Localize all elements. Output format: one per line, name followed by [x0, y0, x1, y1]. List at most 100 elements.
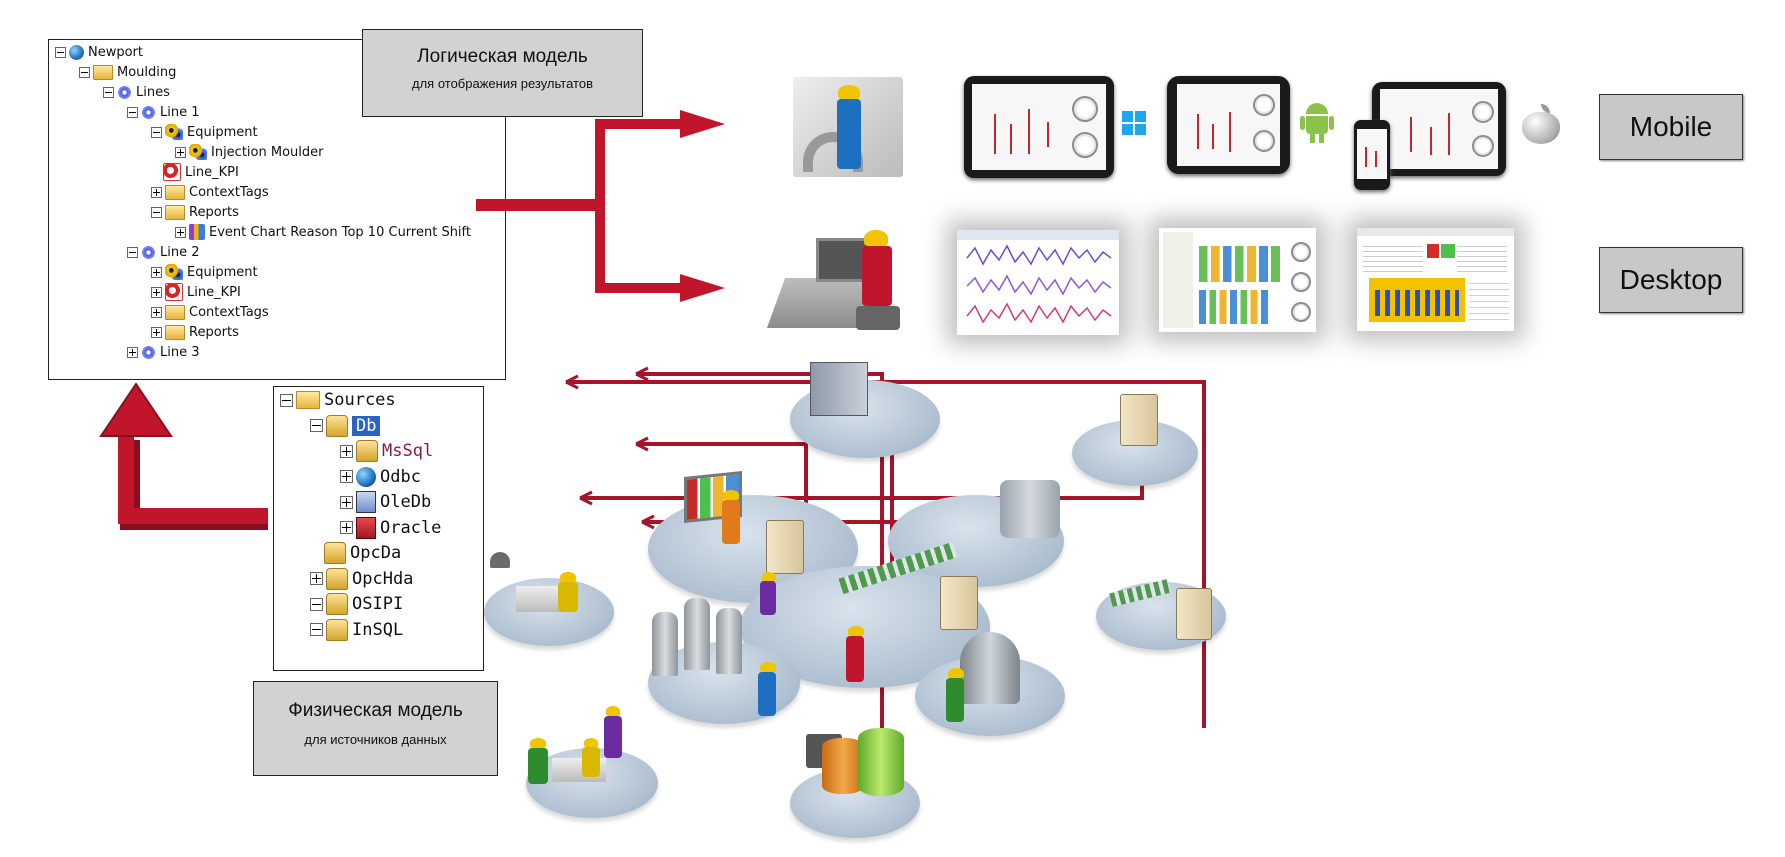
tree-node[interactable]: OpcDa	[310, 540, 401, 566]
tree-node[interactable]: Lines	[103, 82, 170, 102]
folder-icon	[93, 64, 113, 80]
tree-node[interactable]: Reports	[151, 322, 239, 342]
tree-node-label[interactable]: InSQL	[352, 619, 404, 640]
collapse-icon[interactable]	[127, 246, 138, 258]
tree-node[interactable]: Reports	[151, 202, 239, 222]
tree-node[interactable]: Equipment	[151, 262, 258, 282]
tree-node[interactable]: Line 2	[127, 242, 200, 262]
expand-icon[interactable]	[175, 226, 186, 238]
tree-node[interactable]: Equipment	[151, 122, 258, 142]
tree-node[interactable]: InSQL	[310, 617, 403, 643]
collapse-icon[interactable]	[127, 106, 138, 118]
tree-node[interactable]: ContextTags	[151, 182, 269, 202]
tree-node-label[interactable]: Line 1	[160, 104, 200, 120]
tree-node-label[interactable]: Equipment	[187, 124, 258, 140]
folder-icon	[165, 204, 185, 220]
oracle-icon	[356, 516, 376, 539]
desktop-label: Desktop	[1599, 247, 1743, 313]
expand-icon[interactable]	[175, 146, 186, 158]
desktop-worker-image	[766, 228, 913, 334]
collapse-icon[interactable]	[79, 66, 90, 78]
db-icon	[356, 440, 378, 462]
expand-icon[interactable]	[127, 346, 138, 358]
collapse-icon[interactable]	[103, 86, 114, 98]
collapse-icon[interactable]	[151, 126, 162, 138]
mobile-worker-image	[793, 77, 903, 177]
silo-1	[652, 612, 678, 676]
expand-icon[interactable]	[151, 326, 162, 338]
expand-icon[interactable]	[151, 266, 162, 278]
tree-node-label[interactable]: Newport	[88, 44, 144, 60]
folder-icon	[165, 304, 185, 320]
tree-node[interactable]: OpcHda	[310, 566, 413, 592]
kpi-icon	[163, 163, 181, 181]
tree-node-label[interactable]: Moulding	[117, 64, 177, 80]
split-arrow	[476, 110, 725, 302]
tree-node-label[interactable]: Line_KPI	[185, 164, 239, 180]
tree-node-label[interactable]: Line_KPI	[187, 284, 241, 300]
tree-node[interactable]: OSIPI	[310, 591, 403, 617]
collapse-icon[interactable]	[310, 597, 323, 611]
tree-node-label[interactable]: Line 2	[160, 244, 200, 260]
tree-node[interactable]: Line 1	[127, 102, 200, 122]
tree-node-label[interactable]: Db	[352, 415, 381, 436]
storage-tanks	[1000, 480, 1060, 538]
tree-node[interactable]: Db	[310, 413, 381, 439]
tree-node[interactable]: Newport	[55, 42, 143, 62]
tree-node[interactable]: Line_KPI	[151, 162, 239, 182]
tree-node-label[interactable]: Line 3	[160, 344, 200, 360]
tree-node-label[interactable]: Equipment	[187, 264, 258, 280]
desktop-screenshot-report	[1357, 228, 1514, 331]
tree-node[interactable]: Sources	[280, 387, 396, 413]
tree-node-label[interactable]: MsSql	[382, 441, 434, 461]
tablet-ipad	[1372, 82, 1506, 176]
physical-model-subtitle: для источников данных	[304, 732, 447, 747]
trend-lines	[957, 230, 1119, 324]
tree-node-label[interactable]: OSIPI	[352, 594, 404, 614]
tree-node[interactable]: Line_KPI	[151, 282, 241, 302]
db-icon	[324, 542, 346, 564]
chart-icon	[189, 224, 205, 240]
collapse-icon[interactable]	[310, 419, 323, 432]
tree-node-label[interactable]: OpcHda	[352, 568, 414, 589]
reactor-vessel	[960, 632, 1020, 704]
tree-node[interactable]: OleDb	[340, 489, 431, 515]
expand-icon[interactable]	[340, 521, 353, 534]
expand-icon[interactable]	[340, 470, 353, 483]
tree-node-label[interactable]: ContextTags	[189, 304, 269, 320]
tree-node-label[interactable]: Lines	[136, 84, 170, 100]
tree-node[interactable]: Event Chart Reason Top 10 Current Shift	[175, 222, 471, 242]
kpi-icon	[165, 283, 183, 301]
collapse-icon[interactable]	[310, 623, 323, 636]
silo-2	[684, 598, 710, 670]
tree-node-label[interactable]: Oracle	[380, 517, 442, 538]
tree-node-label[interactable]: Reports	[189, 204, 239, 220]
expand-icon[interactable]	[310, 572, 323, 585]
tree-node[interactable]: Line 3	[127, 342, 200, 362]
tree-node[interactable]: Injection Moulder	[175, 142, 323, 162]
tree-node-label[interactable]: Reports	[189, 324, 239, 340]
expand-icon[interactable]	[340, 444, 353, 458]
expand-icon[interactable]	[151, 286, 162, 298]
collapse-icon[interactable]	[55, 46, 66, 58]
tree-node-label[interactable]: Event Chart Reason Top 10 Current Shift	[209, 224, 471, 240]
tree-node-label[interactable]: Odbc	[380, 466, 421, 487]
tree-node[interactable]: Odbc	[340, 464, 421, 490]
expand-icon[interactable]	[151, 306, 162, 318]
tree-node[interactable]: ContextTags	[151, 302, 269, 322]
server-control-room	[766, 520, 804, 574]
tree-node-label[interactable]: Sources	[324, 390, 396, 410]
tree-node-label[interactable]: OpcDa	[350, 543, 402, 563]
tree-node[interactable]: Moulding	[79, 62, 176, 82]
collapse-icon[interactable]	[151, 206, 162, 218]
tree-node[interactable]: MsSql	[340, 438, 433, 464]
db-icon	[326, 593, 348, 615]
tree-node-label[interactable]: ContextTags	[189, 184, 269, 200]
tree-node-label[interactable]: OleDb	[380, 492, 432, 512]
expand-icon[interactable]	[151, 186, 162, 198]
tree-node-label[interactable]: Injection Moulder	[211, 144, 324, 160]
tree-node[interactable]: Oracle	[340, 515, 441, 541]
collapse-icon[interactable]	[280, 393, 293, 407]
gears-icon	[165, 124, 183, 140]
expand-icon[interactable]	[340, 495, 353, 509]
